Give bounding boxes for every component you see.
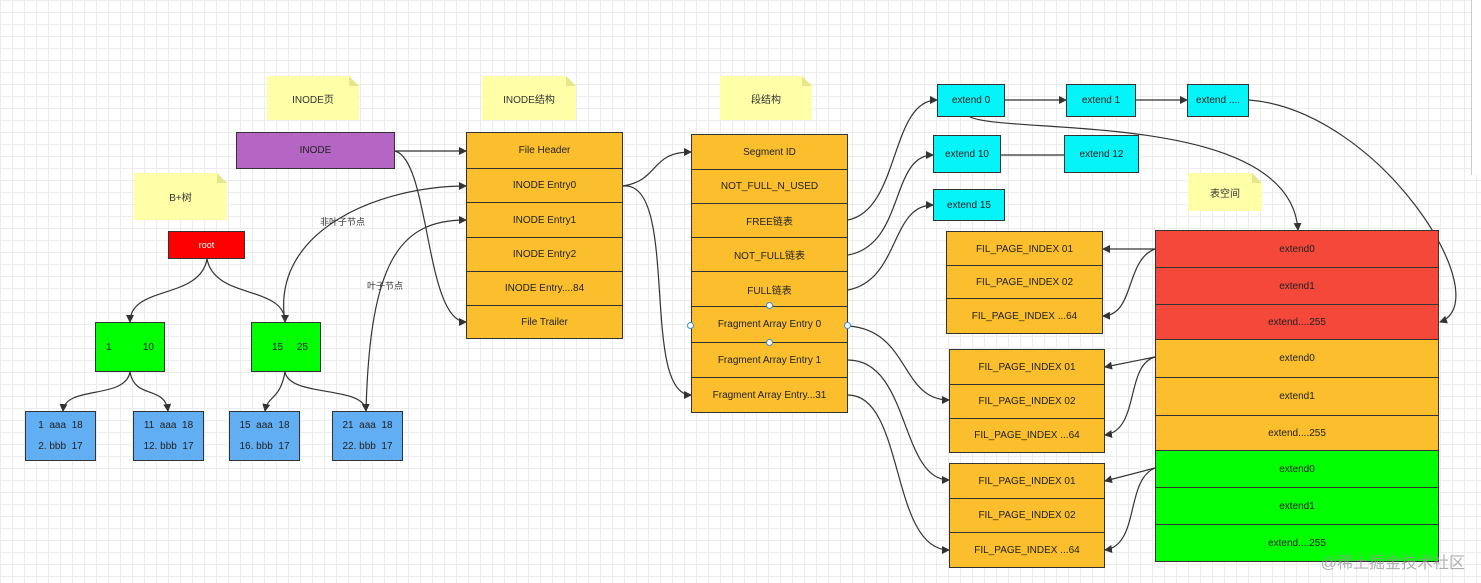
edge-frag0-pages2 xyxy=(847,325,950,404)
tablespace-extend255-a[interactable]: extend....255 xyxy=(1155,304,1439,340)
page-group2-index-02[interactable]: FIL_PAGE_INDEX 02 xyxy=(949,384,1105,419)
tree-leaf-3-row-1: 15 aaa 18 xyxy=(239,420,290,431)
edge-extendn-tablespace xyxy=(1248,99,1457,324)
page-group2-index-01[interactable]: FIL_PAGE_INDEX 01 xyxy=(949,349,1105,385)
edge-ts-group2-top xyxy=(1104,356,1156,370)
edge-frag1-pages3 xyxy=(847,359,950,484)
edge-ts-group2-bottom xyxy=(1104,356,1156,438)
tree-node-right-key-1: 15 xyxy=(272,341,284,353)
inode-entry-84[interactable]: INODE Entry....84 xyxy=(466,271,623,306)
edge-extend0-tablespace xyxy=(969,116,1302,231)
segment-not-full-n-used[interactable]: NOT_FULL_N_USED xyxy=(691,169,848,204)
edge-left-leaf2 xyxy=(129,371,172,412)
tablespace-extend1-b[interactable]: extend1 xyxy=(1155,377,1439,416)
tree-leaf-4-row-2: 22. bbb 17 xyxy=(342,441,393,452)
edge-right-leaf3 xyxy=(262,371,286,412)
tree-leaf-4-row-1: 21 aaa 18 xyxy=(342,420,393,431)
tree-leaf-1[interactable]: 1 aaa 18 2. bbb 17 xyxy=(25,411,96,461)
tablespace-extend1-c[interactable]: extend1 xyxy=(1155,487,1439,525)
segment-not-full-list[interactable]: NOT_FULL链表 xyxy=(691,237,848,272)
edge-label-non-leaf: 非叶子节点 xyxy=(320,217,366,227)
segment-fragment-entry-0[interactable]: Fragment Array Entry 0 xyxy=(691,306,848,343)
page-group3-index-02[interactable]: FIL_PAGE_INDEX 02 xyxy=(949,498,1105,533)
tree-leaf-1-row-2: 2. bbb 17 xyxy=(38,441,83,452)
extend-10[interactable]: extend 10 xyxy=(933,135,1001,173)
page-group1-index-01[interactable]: FIL_PAGE_INDEX 01 xyxy=(946,231,1103,267)
page-group1-index-64[interactable]: FIL_PAGE_INDEX ...64 xyxy=(946,298,1103,334)
side-toolbar-fragment[interactable] xyxy=(1471,0,1481,175)
tree-leaf-1-row-1: 1 aaa 18 xyxy=(38,420,83,431)
selection-handle-right[interactable] xyxy=(844,322,851,329)
segment-fragment-entry-31[interactable]: Fragment Array Entry...31 xyxy=(691,377,848,413)
segment-full-list[interactable]: FULL链表 xyxy=(691,271,848,307)
edge-ts-group3-top xyxy=(1104,467,1156,484)
tablespace-extend255-b[interactable]: extend....255 xyxy=(1155,415,1439,451)
tree-leaf-2-row-1: 11 aaa 18 xyxy=(143,420,194,431)
tablespace-extend0-b[interactable]: extend0 xyxy=(1155,339,1439,378)
tree-node-left[interactable]: 1 10 xyxy=(95,322,165,372)
selection-handle-left[interactable] xyxy=(687,322,694,329)
tree-node-left-key-1: 1 xyxy=(106,341,112,353)
segment-id[interactable]: Segment ID xyxy=(691,134,848,170)
inode-file-header[interactable]: File Header xyxy=(466,132,623,169)
extend-12[interactable]: extend 12 xyxy=(1064,135,1139,173)
edge-ts-group3-bottom xyxy=(1104,467,1156,553)
tree-leaf-2[interactable]: 11 aaa 18 12. bbb 17 xyxy=(133,411,204,461)
selection-handle-top[interactable] xyxy=(766,302,773,309)
page-group3-index-64[interactable]: FIL_PAGE_INDEX ...64 xyxy=(949,532,1105,568)
tree-node-right[interactable]: 15 25 xyxy=(251,322,321,372)
extend-15[interactable]: extend 15 xyxy=(933,189,1005,221)
note-bplus-tree: B+树 xyxy=(134,173,227,220)
note-inode-page: INODE页 xyxy=(267,76,359,120)
edge-leaf-entry1 xyxy=(365,216,467,412)
edge-frag31-pages3-last xyxy=(847,394,950,554)
inode-box[interactable]: INODE xyxy=(236,132,395,169)
segment-free-list[interactable]: FREE链表 xyxy=(691,203,848,238)
edge-notfull-extend10 xyxy=(847,151,934,256)
watermark: @稀土掘金技术社区 xyxy=(1320,555,1465,572)
tree-leaf-4[interactable]: 21 aaa 18 22. bbb 17 xyxy=(332,411,403,461)
page-group1-index-02[interactable]: FIL_PAGE_INDEX 02 xyxy=(946,265,1103,299)
edge-root-left xyxy=(126,258,208,323)
edge-ts-group1-bottom xyxy=(1102,248,1156,320)
inode-entry-2[interactable]: INODE Entry2 xyxy=(466,237,623,272)
segment-fragment-entry-1[interactable]: Fragment Array Entry 1 xyxy=(691,342,848,378)
edge-entry0-segment-id xyxy=(622,148,692,187)
inode-entry-1[interactable]: INODE Entry1 xyxy=(466,202,623,238)
edge-free-extend0 xyxy=(847,96,938,221)
tablespace-extend255-c[interactable]: extend....255 xyxy=(1155,524,1439,562)
tablespace-extend0-c[interactable]: extend0 xyxy=(1155,450,1439,488)
edge-label-leaf: 叶子节点 xyxy=(367,281,404,291)
tree-node-right-key-2: 25 xyxy=(296,341,308,353)
tree-root[interactable]: root xyxy=(168,231,245,259)
edge-nonleaf-entry0 xyxy=(283,182,467,323)
note-segment-struct: 段结构 xyxy=(720,76,812,120)
tree-node-left-key-2: 10 xyxy=(142,341,154,353)
tree-leaf-3[interactable]: 15 aaa 18 16. bbb 17 xyxy=(229,411,300,461)
edge-left-leaf1 xyxy=(59,371,131,412)
page-group2-index-64[interactable]: FIL_PAGE_INDEX ...64 xyxy=(949,418,1105,453)
edge-root-right xyxy=(206,258,289,323)
inode-file-trailer[interactable]: File Trailer xyxy=(466,305,623,339)
edge-entry0-fragment31 xyxy=(622,185,692,399)
note-tablespace: 表空间 xyxy=(1188,173,1262,211)
selection-handle-bottom[interactable] xyxy=(766,339,773,346)
tree-leaf-3-row-2: 16. bbb 17 xyxy=(239,441,290,452)
page-group3-index-01[interactable]: FIL_PAGE_INDEX 01 xyxy=(949,463,1105,499)
tree-leaf-2-row-2: 12. bbb 17 xyxy=(143,441,194,452)
extend-0[interactable]: extend 0 xyxy=(937,84,1005,117)
inode-entry-0[interactable]: INODE Entry0 xyxy=(466,168,623,203)
extend-1[interactable]: extend 1 xyxy=(1066,84,1136,117)
edge-full-extend15 xyxy=(847,201,934,291)
note-inode-struct: INODE结构 xyxy=(482,76,576,120)
edge-right-leaf4 xyxy=(284,371,370,412)
tablespace-extend0-a[interactable]: extend0 xyxy=(1155,230,1439,268)
extend-n[interactable]: extend .... xyxy=(1187,84,1249,117)
tablespace-extend1-a[interactable]: extend1 xyxy=(1155,267,1439,305)
edge-inode-file-trailer xyxy=(394,150,467,326)
